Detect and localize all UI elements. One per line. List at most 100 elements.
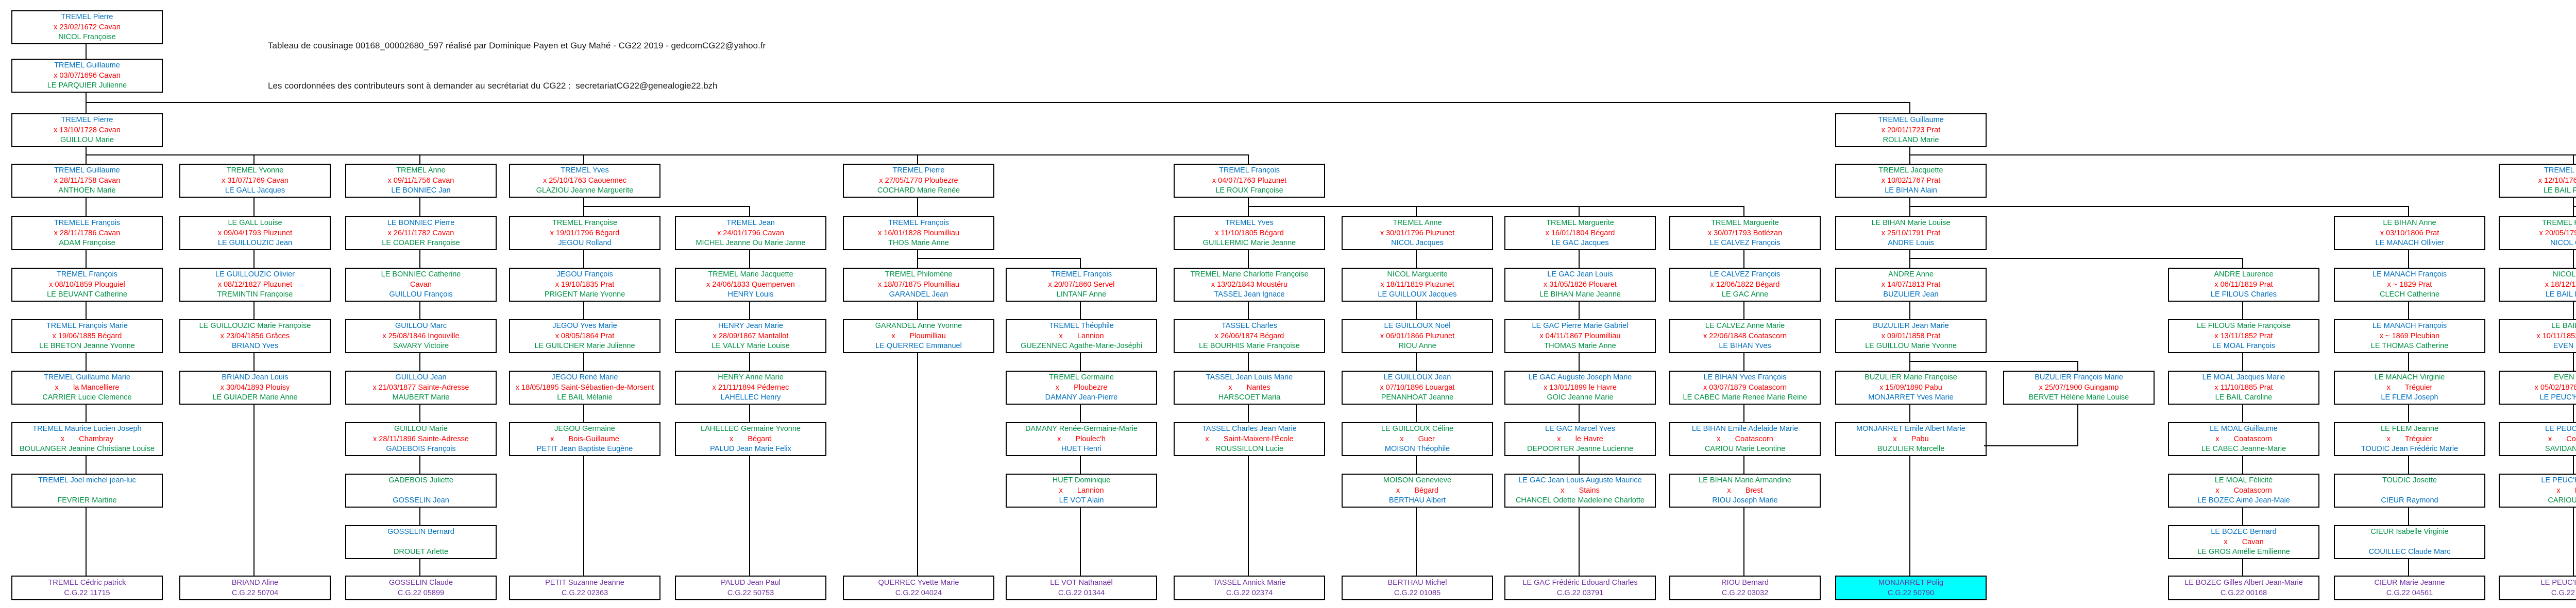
person-name: LE MANACH François <box>2372 322 2447 330</box>
person-name: TREMEL Anne <box>1393 219 1442 227</box>
spouse-name: ANDRE Louis <box>1888 239 1934 247</box>
connector-line <box>86 301 87 319</box>
marriage-info: x 23/04/1856 Grâces <box>220 332 290 340</box>
marriage-info: x 26/06/1874 Bégard <box>1214 332 1284 340</box>
spouse-name: LE GUILLOUX Jacques <box>1378 290 1457 299</box>
person-box: LE CALVEZ François x 12/06/1822 Bégard L… <box>1669 268 1821 302</box>
member-name: TASSEL Annick Marie <box>1213 579 1286 587</box>
connector-line <box>86 455 87 474</box>
spouse-name: LE GAC Jacques <box>1551 239 1609 247</box>
spouse-name: HENRY Louis <box>727 290 774 299</box>
cg-number: C.G.22 04024 <box>895 589 942 597</box>
person-name: NICOL Marguerite <box>1387 270 1448 279</box>
connector-line <box>1248 206 1249 216</box>
connector-line <box>2408 507 2409 525</box>
person-box: TREMEL Joel michel jean-luc FEVRIER Mart… <box>11 474 163 508</box>
connector-line <box>86 92 87 102</box>
spouse-name: LINTANF Anne <box>1056 290 1107 299</box>
person-name: LE BIHAN Marie Armandine <box>1699 476 1791 484</box>
person-box: TASSEL Charles Jean Marie x Saint-Maixen… <box>1174 422 1325 456</box>
person-box: LE GUILLOUZIC Olivier x 08/12/1827 Pluzu… <box>179 268 331 302</box>
connector-line <box>2573 352 2574 371</box>
spouse-name: CARIOU Marie Leontine <box>1704 445 1786 453</box>
person-name: LE CALVEZ Anne Marie <box>1705 322 1785 330</box>
marriage-info: x Pabu <box>1893 435 1929 443</box>
spouse-name: LE COADER Françoise <box>382 239 460 247</box>
cg-number: C.G.22 05899 <box>397 589 445 597</box>
connector-line <box>2242 258 2243 268</box>
spouse-name: HUET Henri <box>1061 445 1101 453</box>
person-name: TREMEL Guillaume <box>54 61 120 70</box>
person-box: TREMEL Yves x 11/10/1805 Bégard GUILLERM… <box>1174 216 1325 250</box>
connector-line <box>1416 404 1417 422</box>
spouse-name: NICOL Jacques <box>1391 239 1444 247</box>
connector-line <box>2573 155 2574 164</box>
member-box: LE VOT Nathanaël C.G.22 01344 <box>1006 576 1157 600</box>
member-name: MONJARRET Polig <box>1878 579 1944 587</box>
person-name: TREMEL Yves <box>1225 219 1274 227</box>
person-box: HENRY Anne Marie x 21/11/1894 Pédernec L… <box>675 371 826 405</box>
cg-number: C.G.22 02374 <box>1226 589 1273 597</box>
connector-line <box>917 258 918 268</box>
person-name: DAMANY Renée-Germaine-Marie <box>1025 425 1138 433</box>
connector-line <box>1248 352 1249 371</box>
connector-line <box>1909 301 1910 319</box>
member-box: QUERREC Yvette Marie C.G.22 04024 <box>843 576 994 600</box>
person-box: TREMEL François x 20/07/1860 Servel LINT… <box>1006 268 1157 302</box>
person-box: LE GALL Louise x 09/04/1793 Pluzunet LE … <box>179 216 331 250</box>
person-box: BUZULIER Marie Françoise x 15/09/1890 Pa… <box>1835 371 1987 405</box>
member-box: LE GAC Frédéric Edouard Charles C.G.22 0… <box>1504 576 1656 600</box>
connector-line <box>2408 301 2409 319</box>
marriage-info: x 12/06/1822 Bégard <box>1710 280 1780 289</box>
person-box: TREMEL Guillaume x 20/01/1723 Prat ROLLA… <box>1835 113 1987 147</box>
person-box: NICOL Marguerite x 18/11/1819 Pluzunet L… <box>1342 268 1493 302</box>
person-name: BUZULIER Marie Françoise <box>1865 373 1957 381</box>
person-name: LE BIHAN Anne <box>2383 219 2436 227</box>
person-box: LE GUILLOUX Jean x 07/10/1896 Louargat P… <box>1342 371 1493 405</box>
marriage-info: x 10/11/1852 Trélévern <box>2536 332 2576 340</box>
spouse-name: BUZULIER Marcelle <box>1877 445 1945 453</box>
connector-line <box>1909 404 1910 422</box>
spouse-name: ANTHOEN Marie <box>58 186 116 195</box>
person-box: LE GUILLOUX Noël x 06/01/1866 Pluzunet R… <box>1342 319 1493 353</box>
connector-line <box>2408 352 2409 371</box>
spouse-name: BOULANGER Jeanine Christiane Louise <box>20 445 155 453</box>
connector-line <box>86 154 1249 155</box>
spouse-name: GUEZENNEC Agathe-Marie-Joséphi <box>1020 342 1143 350</box>
connector-line <box>1579 206 1580 216</box>
spouse-name: ADAM Françoise <box>59 239 115 247</box>
spouse-name: DAMANY Jean-Pierre <box>1045 393 1118 402</box>
member-name: LE GAC Frédéric Edouard Charles <box>1522 579 1638 587</box>
person-name: EVEN Marie <box>2554 373 2574 381</box>
marriage-info: x Tréguier <box>2386 435 2433 443</box>
marriage-info: x 16/01/1828 Ploumilliau <box>878 229 959 237</box>
person-box: LE PEUC'H René x Coatréven SAVIDAN Jeann… <box>2499 422 2576 456</box>
spouse-name: LE BRETON Jeanne Yvonne <box>39 342 135 350</box>
person-name: HENRY Anne Marie <box>718 373 784 381</box>
connector-line <box>1416 249 1417 268</box>
person-name: LE PEUC'H Armand <box>2541 476 2576 484</box>
person-box: LE GAC Jean Louis Auguste Maurice x Stai… <box>1504 474 1656 508</box>
person-name: TREMEL Marie Charlotte Françoise <box>1190 270 1309 279</box>
connector-line <box>1743 352 1744 371</box>
person-name: TREMEL François Marie <box>46 322 128 330</box>
connector-line <box>2242 558 2243 576</box>
connector-line <box>2408 404 2409 422</box>
spouse-name: GOSSELIN Jean <box>393 496 449 505</box>
person-name: LAHELLEC Germaine Yvonne <box>701 425 801 433</box>
spouse-name: CLECH Catherine <box>2379 290 2440 299</box>
person-name: TASSEL Charles <box>1222 322 1277 330</box>
spouse-name: LE GROS Amélie Emilienne <box>2197 548 2290 556</box>
person-box: TOUDIC Josette CIEUR Raymond <box>2334 474 2485 508</box>
marriage-info: x Bégard <box>729 435 772 443</box>
person-box: EVEN Marie x 05/02/1878 Coatréven LE PEU… <box>2499 371 2576 405</box>
person-name: TREMEL Yvonne <box>226 166 284 175</box>
connector-line <box>1579 507 1580 576</box>
marriage-info: x 03/10/1806 Prat <box>2380 229 2439 237</box>
person-box: LE MANACH François x ~ 1869 Pleubian LE … <box>2334 319 2485 353</box>
person-box: TREMEL Françoise x 19/01/1796 Bégard JEG… <box>509 216 660 250</box>
person-name: GUILLOU Marie <box>394 425 448 433</box>
member-name: QUERREC Yvette Marie <box>878 579 959 587</box>
connector-line <box>2077 404 2078 446</box>
marriage-info: x 08/10/1859 Plouguiel <box>49 280 125 289</box>
